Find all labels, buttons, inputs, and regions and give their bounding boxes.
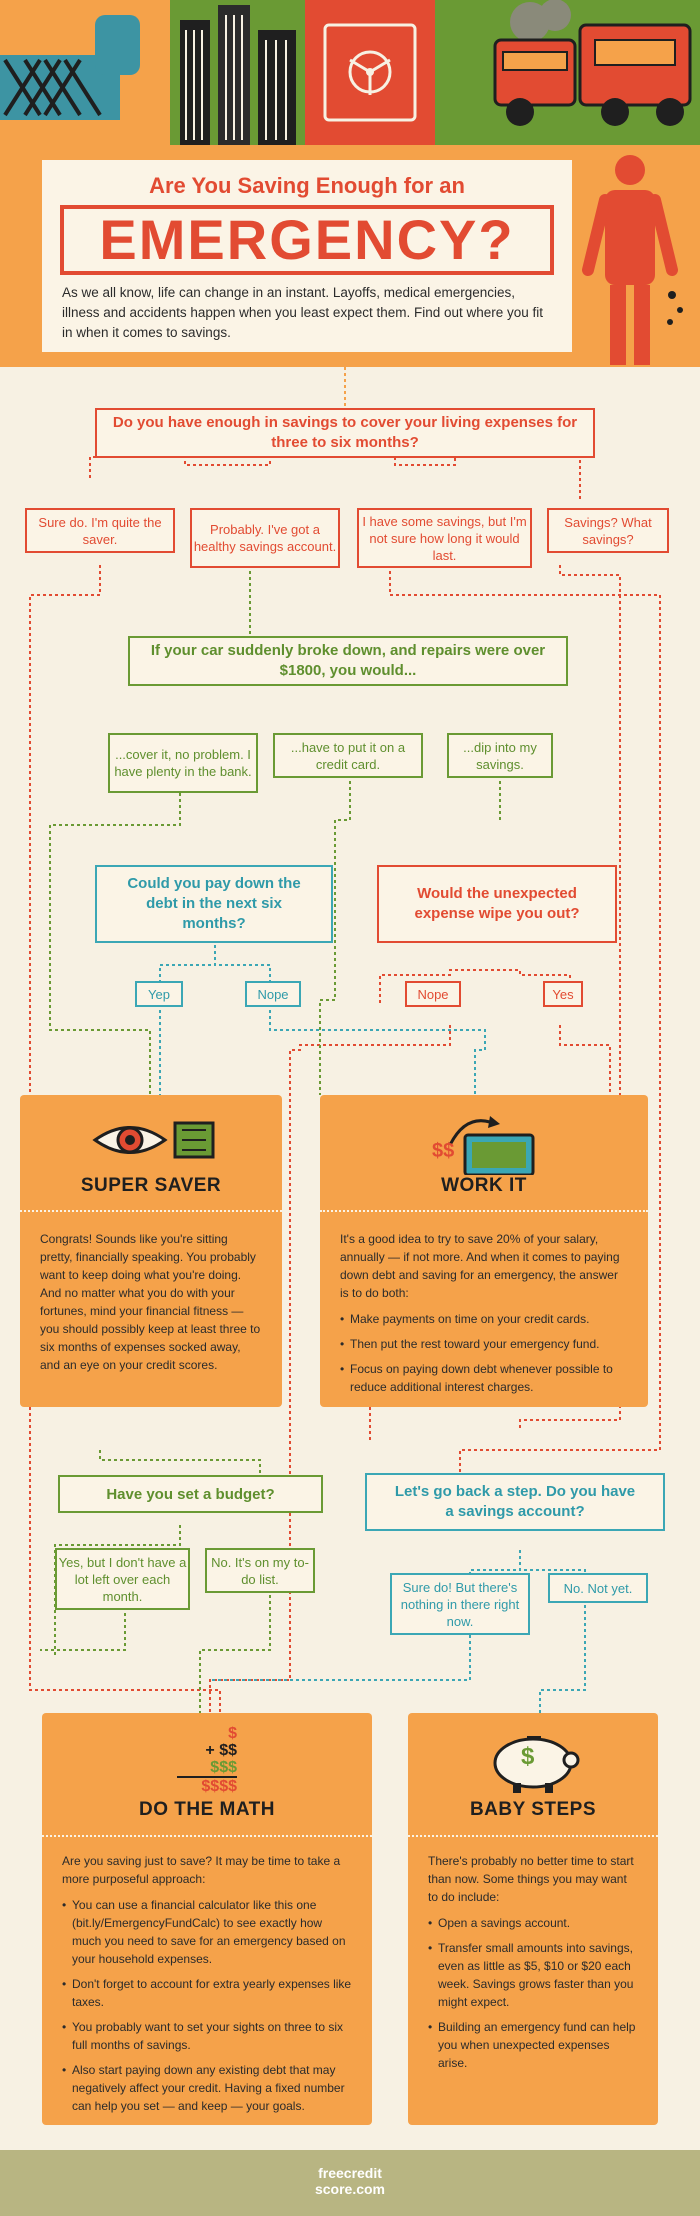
super-saver-body: Congrats! Sounds like you're sitting pre… [20,1210,282,1374]
list-item: Then put the rest toward your emergency … [340,1335,628,1353]
header-illustration-band [0,0,700,145]
baby-steps-card: $ BABY STEPS There's probably no better … [408,1713,658,2125]
truck-tile [435,0,700,145]
do-the-math-body: Are you saving just to save? It may be t… [42,1835,372,2122]
work-it-card: $$ WORK IT It's a good idea to try to sa… [320,1095,648,1407]
work-it-body: It's a good idea to try to save 20% of y… [320,1210,648,1403]
logo-line-1: freecredit [318,2165,382,2181]
math-line-3: $$$ [210,1759,237,1776]
q6-question: Let's go back a step. Do you have a savi… [365,1473,665,1531]
baby-steps-body: There's probably no better time to start… [408,1835,658,2079]
q1-answer-healthy[interactable]: Probably. I've got a healthy savings acc… [190,508,340,568]
q4-answer-nope[interactable]: Nope [405,981,461,1007]
work-it-dollar-signs: $$ [432,1140,455,1162]
piggy-dollar-sign: $ [521,1743,535,1770]
q4-question: Would the unexpected expense wipe you ou… [377,865,617,943]
math-line-1: $ [228,1725,237,1742]
q1-answer-saver[interactable]: Sure do. I'm quite the saver. [25,508,175,553]
q3-answer-yep[interactable]: Yep [135,981,183,1007]
q5-question: Have you set a budget? [58,1475,323,1513]
do-the-math-card: $ + $$ $$$ $$$$ DO THE MATH Are you savi… [42,1713,372,2125]
q2-answer-cover-it[interactable]: ...cover it, no problem. I have plenty i… [108,733,258,793]
do-the-math-intro: Are you saving just to save? It may be t… [62,1854,341,1886]
q5-answer-yes[interactable]: Yes, but I don't have a lot left over ea… [55,1548,190,1610]
baby-steps-intro: There's probably no better time to start… [428,1854,634,1904]
q3-answer-nope[interactable]: Nope [245,981,301,1007]
credit-card-money-icon [448,1116,535,1175]
q5-answer-no[interactable]: No. It's on my to-do list. [205,1548,315,1593]
q2-answer-credit-card[interactable]: ...have to put it on a credit card. [273,733,423,778]
q1-question: Do you have enough in savings to cover y… [95,408,595,458]
list-item: Focus on paying down debt whenever possi… [340,1360,628,1396]
math-icon: $ + $$ $$$ $$$$ [177,1725,237,1795]
hero-card [42,160,572,352]
broken-truck-icon [493,0,692,126]
page-headline: EMERGENCY? [60,205,554,275]
q6-answer-sure-do[interactable]: Sure do! But there's nothing in there ri… [390,1573,530,1635]
baby-steps-list: Open a savings account. Transfer small a… [428,1914,638,2072]
piggy-bank-icon [493,1736,580,1793]
work-it-intro: It's a good idea to try to save 20% of y… [340,1232,620,1300]
page-intro: As we all know, life can change in an in… [62,285,544,340]
super-saver-text: Congrats! Sounds like you're sitting pre… [40,1232,261,1372]
thumbs-up-tile [0,0,170,145]
super-saver-title: SUPER SAVER [80,1175,222,1196]
logo-line-2: score.com [314,2181,386,2197]
math-sum: $$$$ [177,1776,237,1795]
q1-answer-no-savings[interactable]: Savings? What savings? [547,508,669,553]
q2-answer-dip-savings[interactable]: ...dip into my savings. [447,733,553,778]
footer [0,2150,700,2216]
eye-money-icon [92,1121,215,1159]
safe-icon [323,23,417,122]
city-buildings-icon [180,5,296,145]
list-item: Open a savings account. [428,1914,638,1932]
baby-steps-title: BABY STEPS [469,1799,597,1820]
person-icon [582,155,683,365]
math-line-2: + $$ [205,1742,237,1759]
do-the-math-list: You can use a financial calculator like … [62,1896,352,2115]
q1-answer-some-savings[interactable]: I have some savings, but I'm not sure ho… [357,508,532,568]
thumbs-up-bandaged-icon [0,15,140,120]
list-item: You can use a financial calculator like … [62,1896,352,1968]
list-item: Also start paying down any existing debt… [62,2061,352,2115]
q4-answer-yes[interactable]: Yes [543,981,583,1007]
list-item: Transfer small amounts into savings, eve… [428,1939,638,2011]
list-item: Building an emergency fund can help you … [428,2018,638,2072]
work-it-title: WORK IT [441,1175,527,1196]
super-saver-card: SUPER SAVER Congrats! Sounds like you're… [20,1095,282,1407]
city-tile [170,0,305,145]
list-item: Don't forget to account for extra yearly… [62,1975,352,2011]
page-title: Are You Saving Enough for an [149,173,465,198]
safe-tile [305,0,435,145]
q2-question: If your car suddenly broke down, and rep… [128,636,568,686]
do-the-math-title: DO THE MATH [138,1799,276,1820]
list-item: You probably want to set your sights on … [62,2018,352,2054]
q6-answer-not-yet[interactable]: No. Not yet. [548,1573,648,1603]
list-item: Make payments on time on your credit car… [340,1310,628,1328]
q3-question: Could you pay down the debt in the next … [95,865,333,943]
work-it-list: Make payments on time on your credit car… [340,1310,628,1396]
freecreditscore-logo[interactable]: freecredit score.com [300,2165,400,2197]
